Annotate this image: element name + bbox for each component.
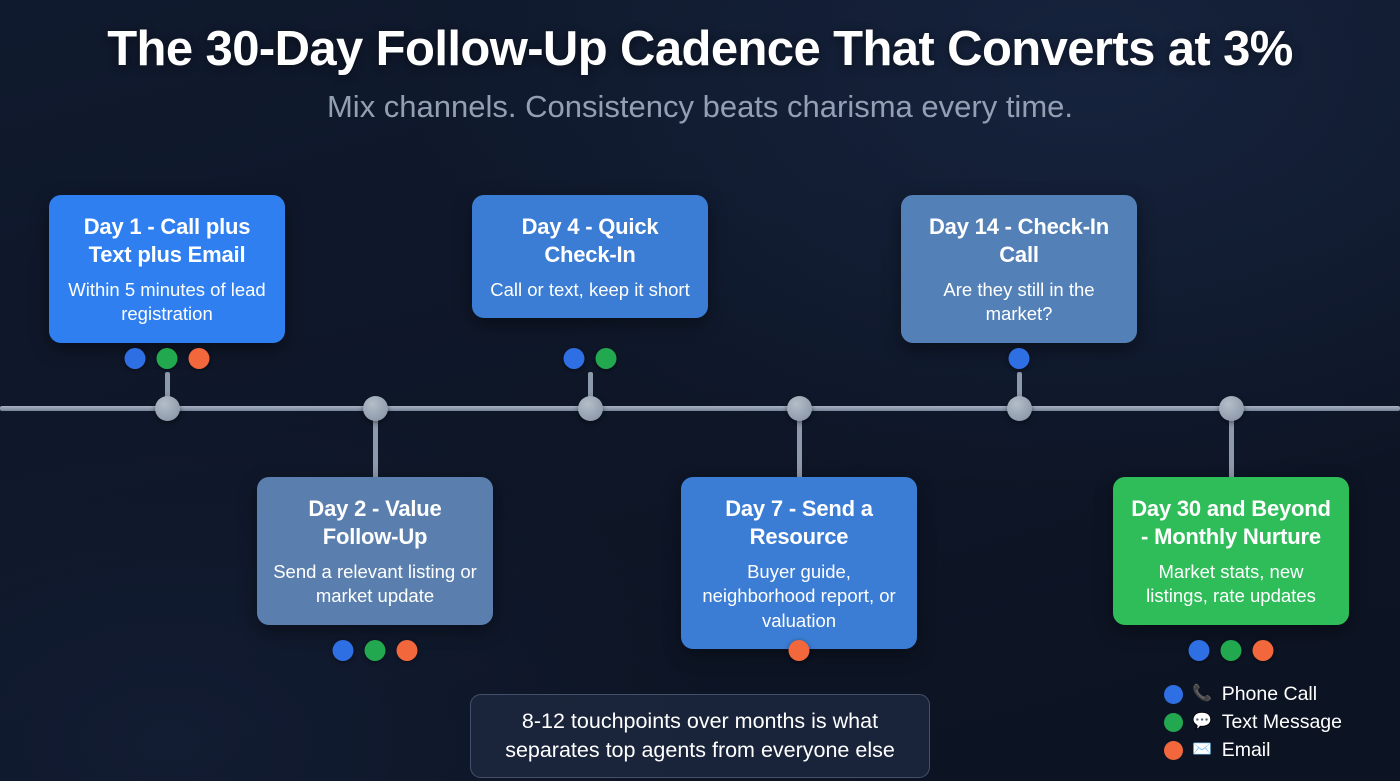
callout-text: 8-12 touchpoints over months is what sep… [505,709,895,762]
card-description: Buyer guide, neighborhood report, or val… [702,560,896,631]
callout-box: 8-12 touchpoints over months is what sep… [470,694,930,779]
phone-icon: 📞 [1192,685,1213,702]
channel-dots-day-1 [124,348,210,369]
timeline-axis [0,406,1400,411]
legend-item: ✉️ Email [1163,738,1271,761]
header: The 30-Day Follow-Up Cadence That Conver… [0,0,1400,125]
timeline-stem-day-2 [372,406,378,480]
channel-dot-call [563,348,585,369]
legend-item: 📞 Phone Call [1163,682,1318,705]
channel-legend: 📞 Phone Call 💬 Text Message ✉️ Email [1163,682,1342,761]
card-title: Day 30 and Beyond - Monthly Nurture [1131,496,1331,549]
channel-dot-text [364,640,386,661]
card-title: Day 1 - Call plus Text plus Email [83,214,251,267]
channel-dot-email [788,640,810,661]
legend-label: Email [1221,738,1271,761]
legend-color-swatch [1163,684,1183,704]
card-description: Are they still in the market? [943,278,1095,325]
card-title: Day 14 - Check-In Call [928,214,1109,267]
legend-item: 💬 Text Message [1163,710,1342,733]
legend-color-swatch [1163,712,1183,732]
timeline-node-day-30 [1218,396,1244,421]
legend-label: Phone Call [1221,682,1318,705]
channel-dots-day-4 [563,348,617,369]
channel-dot-text [595,348,617,369]
timeline-node-day-1 [154,396,180,421]
legend-label: Text Message [1221,710,1342,733]
channel-dots-day-30 [1188,640,1274,661]
channel-dot-call [332,640,354,661]
channel-dots-day-7 [788,640,810,661]
timeline-node-day-14 [1006,396,1032,421]
card-title: Day 4 - Quick Check-In [521,214,659,267]
envelope-icon: ✉️ [1192,741,1213,758]
page-subtitle: Mix channels. Consistency beats charisma… [326,88,1073,124]
timeline-stem-day-7 [796,406,802,480]
timeline-node-day-4 [577,396,603,421]
card-title: Day 2 - Value Follow-Up [308,496,442,549]
channel-dot-call [1008,348,1030,369]
timeline-stem-day-1 [164,372,170,410]
channel-dot-call [1188,640,1210,661]
card-description: Call or text, keep it short [490,278,690,300]
speech-bubble-icon: 💬 [1192,713,1213,730]
card-description: Market stats, new listings, rate updates [1146,560,1316,607]
channel-dot-email [396,640,418,661]
card-title: Day 7 - Send a Resource [725,496,873,549]
channel-dots-day-2 [332,640,418,661]
timeline-node-day-2 [362,396,388,421]
card-description: Send a relevant listing or market update [273,560,477,607]
channel-dot-email [1252,640,1274,661]
channel-dots-day-14 [1008,348,1030,369]
page-title: The 30-Day Follow-Up Cadence That Conver… [107,22,1293,76]
timeline-stem-day-30 [1228,406,1234,480]
legend-color-swatch [1163,740,1183,760]
channel-dot-text [1220,640,1242,661]
card-description: Within 5 minutes of lead registration [68,278,266,325]
timeline-node-day-7 [786,396,812,421]
channel-dot-text [156,348,178,369]
channel-dot-call [124,348,146,369]
timeline-stem-day-14 [1016,372,1022,410]
timeline-stem-day-4 [587,372,593,410]
channel-dot-email [188,348,210,369]
